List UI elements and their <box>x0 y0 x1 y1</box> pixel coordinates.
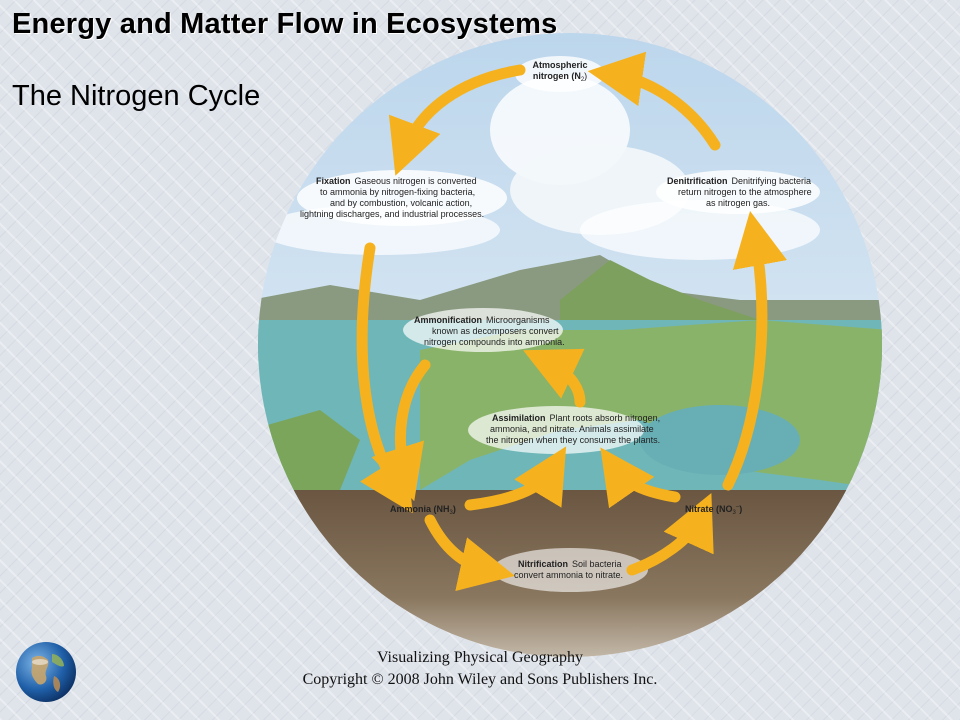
arrow-nitrate-to-denitrification <box>722 210 787 491</box>
slide-subtitle: The Nitrogen Cycle <box>12 80 261 112</box>
footer-book-title: Visualizing Physical Geography <box>376 649 584 666</box>
svg-text:Ammonia (NH3): Ammonia (NH3) <box>390 504 456 516</box>
svg-text:the nitrogen when they consume: the nitrogen when they consume the plant… <box>486 435 660 445</box>
svg-text:Atmospheric: Atmospheric <box>532 60 587 70</box>
arrow-denitrification-to-atmosphere <box>587 51 721 151</box>
ammonia-label: Ammonia (NH3) <box>390 504 456 516</box>
arrow-nitrate-to-assimilation <box>600 447 681 509</box>
cycle-arrows <box>356 51 787 592</box>
svg-text:convert ammonia to nitrate.: convert ammonia to nitrate. <box>514 570 623 580</box>
svg-text:nitrogen compounds into ammoni: nitrogen compounds into ammonia. <box>424 337 565 347</box>
arrow-ammonia-to-nitrification <box>424 514 515 592</box>
arrow-ammonification-to-ammonia <box>371 359 431 502</box>
svg-text:Nitrate (NO3–): Nitrate (NO3–) <box>685 504 742 516</box>
arrow-atmosphere-to-fixation <box>388 64 526 176</box>
footer-copyright: Copyright © 2008 John Wiley and Sons Pub… <box>302 671 658 688</box>
nitrate-label: Nitrate (NO3–) <box>685 504 742 516</box>
svg-text:nitrogen (N2): nitrogen (N2) <box>533 71 587 83</box>
arrow-assimilation-to-ammonification <box>523 348 586 408</box>
svg-text:to ammonia by nitrogen-fixing: to ammonia by nitrogen-fixing bacteria, <box>320 187 475 197</box>
arrow-nitrification-to-nitrate <box>626 492 714 576</box>
globe-icon <box>16 642 76 702</box>
svg-text:and by combustion, volcanic ac: and by combustion, volcanic action, <box>330 198 472 208</box>
arrow-ammonia-to-assimilation <box>464 446 567 511</box>
svg-text:lightning discharges, and indu: lightning discharges, and industrial pro… <box>300 209 484 219</box>
atmospheric-nitrogen-label: Atmospheric nitrogen (N2) <box>532 60 587 83</box>
svg-text:ammonia, and nitrate. Animals: ammonia, and nitrate. Animals assimilate <box>490 424 654 434</box>
svg-text:known as decomposers convert: known as decomposers convert <box>432 326 559 336</box>
svg-text:return nitrogen to the atmosph: return nitrogen to the atmosphere <box>678 187 812 197</box>
slide-title: Energy and Matter Flow in Ecosystems <box>12 8 558 40</box>
svg-text:as nitrogen gas.: as nitrogen gas. <box>706 198 770 208</box>
